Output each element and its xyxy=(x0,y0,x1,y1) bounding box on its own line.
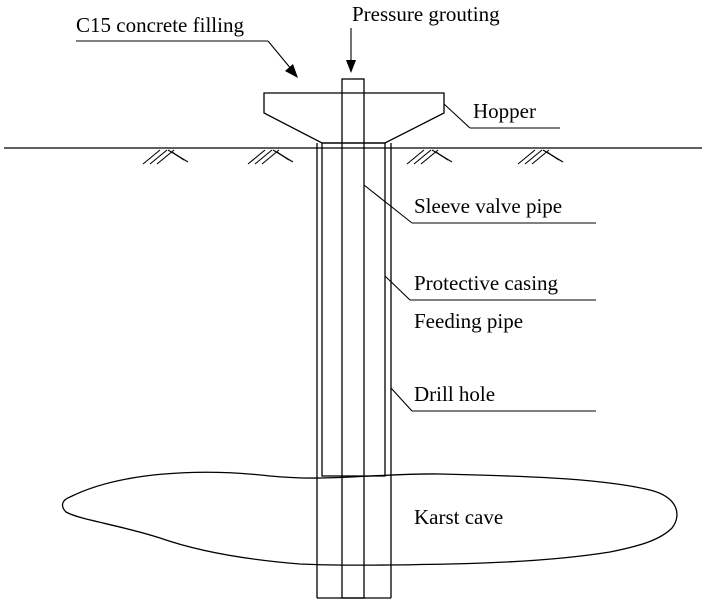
sleeve-valve-pipe-leader xyxy=(363,184,596,224)
label-sleeve-valve-pipe: Sleeve valve pipe xyxy=(414,194,562,218)
soil-hatch-3 xyxy=(406,149,453,165)
karst-cave-outline xyxy=(61,471,678,566)
label-feeding-pipe: Feeding pipe xyxy=(414,309,523,333)
label-concrete-filling: C15 concrete filling xyxy=(76,13,244,37)
protective-casing xyxy=(321,142,386,477)
soil-hatch-symbols xyxy=(142,149,564,165)
soil-hatch-4 xyxy=(517,149,564,165)
label-drill-hole: Drill hole xyxy=(414,382,495,406)
hopper-leader xyxy=(443,103,560,129)
concrete-filling-pointer xyxy=(76,40,298,78)
hopper xyxy=(263,92,445,144)
soil-hatch-1 xyxy=(142,149,189,165)
label-hopper: Hopper xyxy=(473,99,536,123)
label-protective-casing: Protective casing xyxy=(414,271,559,295)
protective-casing-leader xyxy=(384,275,596,301)
drill-hole-leader xyxy=(390,387,596,412)
label-pressure-grouting: Pressure grouting xyxy=(352,2,500,26)
pressure-grouting-arrow xyxy=(346,28,356,73)
soil-hatch-2 xyxy=(247,149,294,165)
sleeve-valve-pipe xyxy=(341,78,365,599)
label-karst-cave: Karst cave xyxy=(414,505,503,529)
